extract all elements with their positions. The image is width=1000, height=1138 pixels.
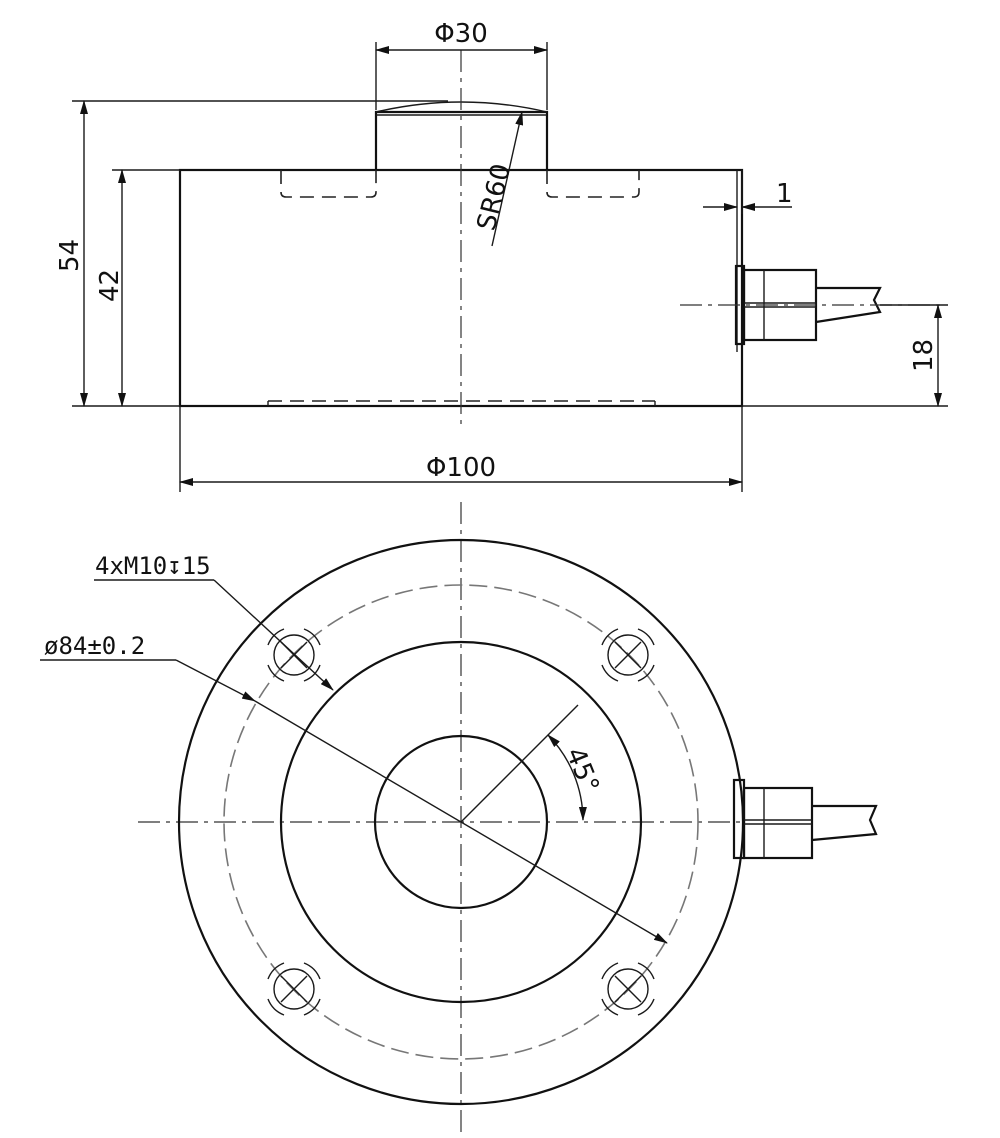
middle-circle xyxy=(279,640,643,1004)
bolt-hole-bottom-left xyxy=(267,962,321,1016)
bolt-hole-top-left xyxy=(267,628,321,682)
bolt-hole-bottom-right xyxy=(601,962,655,1016)
angle-arc xyxy=(547,734,587,821)
dim-outer-diameter: Φ100 xyxy=(426,453,496,483)
cable-gland-side xyxy=(680,264,940,346)
cable-gland-top xyxy=(732,778,878,860)
dim-step: 1 xyxy=(776,179,793,209)
dim-threaded-holes: 4xM10↧15 xyxy=(95,552,211,580)
boss-outline xyxy=(374,110,549,170)
inner-circle xyxy=(373,734,549,910)
dim-cable-height: 18 xyxy=(909,339,939,372)
top-view: 45° ø84±0.2 4xM10↧15 xyxy=(40,502,878,1134)
hidden-pocket-right xyxy=(546,170,640,198)
dim-bolt-circle: ø84±0.2 xyxy=(44,632,145,660)
dim-total-height: 54 xyxy=(55,239,85,272)
side-view: Φ30 SR60 54 42 1 18 Φ100 xyxy=(55,19,948,492)
dim-angle: 45° xyxy=(560,743,605,797)
dim-boss-diameter: Φ30 xyxy=(434,19,488,49)
dim-sphere-radius: SR60 xyxy=(472,161,517,234)
bolt-circle xyxy=(223,584,699,1060)
hidden-pocket-left xyxy=(280,170,377,198)
dim-body-height: 42 xyxy=(95,269,125,302)
bolt-hole-top-right xyxy=(601,628,655,682)
